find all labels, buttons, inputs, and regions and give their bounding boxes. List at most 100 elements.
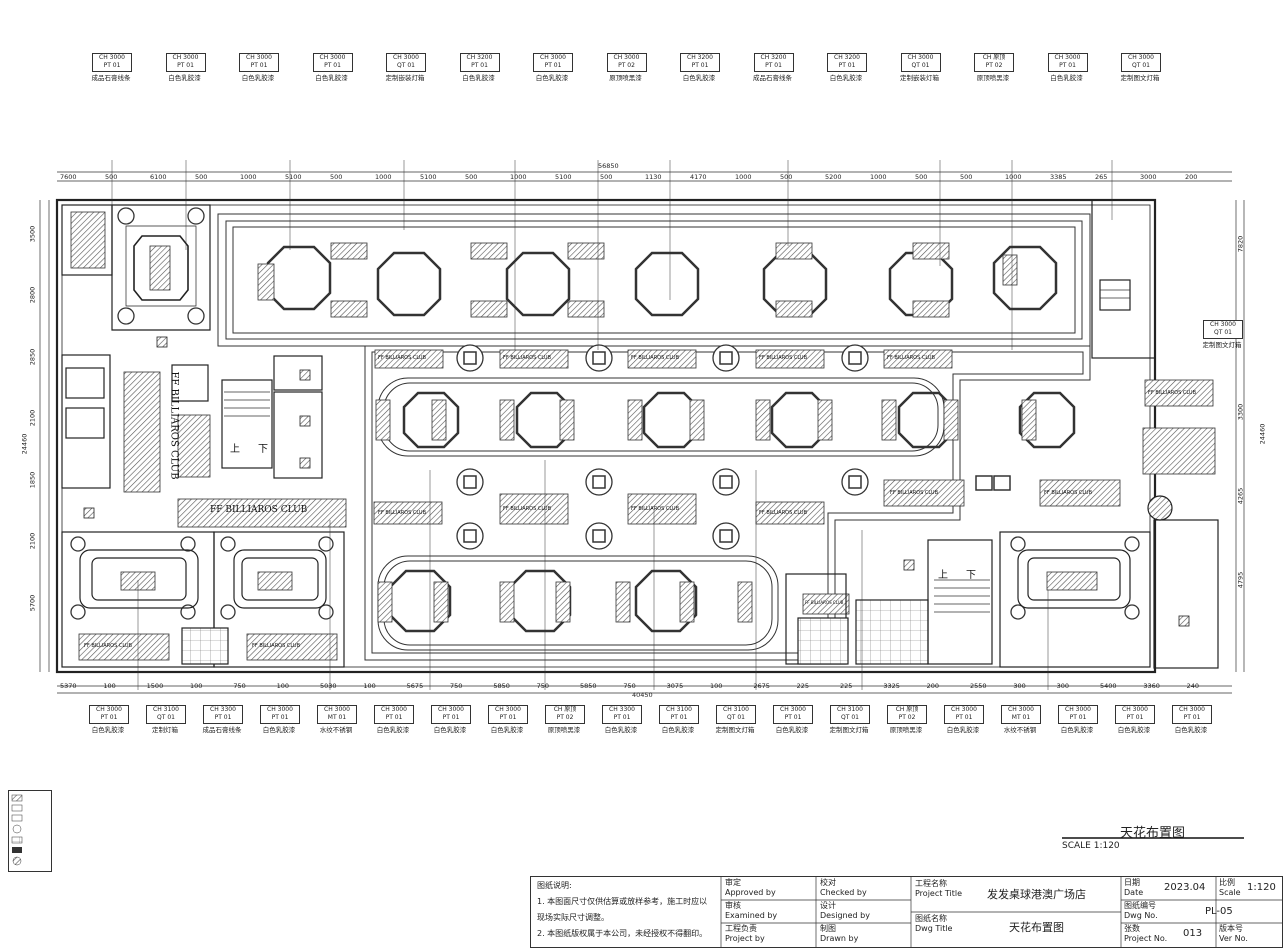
callout-material: PT 01 — [838, 62, 856, 69]
stair-down-left: 下 — [258, 444, 268, 455]
callout-bottom-label-19: 白色乳胶漆 — [1174, 726, 1208, 734]
dim-top-3: 500 — [195, 173, 208, 181]
callout-bottom-label-2: 成品石膏线条 — [202, 726, 242, 734]
dim-top-13: 1130 — [645, 173, 662, 181]
callout-material: PT 02 — [898, 714, 916, 721]
dim-bottom-5: 100 — [276, 682, 290, 690]
dim-right-3: 4265 — [1236, 487, 1245, 505]
callout-code: CH 3000 — [495, 706, 521, 713]
callout-code: CH 3200 — [466, 54, 493, 61]
callout-code: CH 3000 — [613, 54, 640, 61]
callout-bottom-label-17: 白色乳胶漆 — [1060, 726, 1094, 734]
callout-code: CH 3000 — [780, 706, 806, 713]
club-label-row1-e: FF BILLIAROS CLUB — [887, 355, 936, 361]
callout-code: CH 3100 — [666, 706, 692, 713]
date-label: 日期 — [1124, 878, 1140, 887]
callout-bottom-label-13: 定制图文灯箱 — [829, 726, 869, 734]
club-label-left-vertical: FF BILLIAROS CLUB — [168, 371, 180, 480]
project-title-label-en: Project Title — [915, 889, 963, 898]
club-label-bottom-left-a: FF BILLIAROS CLUB — [84, 643, 133, 649]
callout-top-label-1: 白色乳胶漆 — [168, 74, 201, 82]
dim-top-24: 3000 — [1140, 173, 1157, 181]
callout-material: PT 02 — [985, 62, 1003, 69]
callout-material: PT 01 — [103, 62, 121, 69]
ver-label-en: Ver No. — [1219, 934, 1248, 943]
dim-top-1: 500 — [105, 173, 118, 181]
dim-top-6: 500 — [330, 173, 343, 181]
dwg-no-value: PL-05 — [1205, 906, 1233, 917]
dim-bottom-9: 750 — [450, 682, 463, 690]
notes-heading: 图纸说明: — [537, 881, 572, 890]
drawn-label-en: Drawn by — [820, 934, 859, 943]
callout-material: PT 01 — [250, 62, 268, 69]
stair-down-right: 下 — [966, 570, 976, 581]
callout-code: CH 原顶 — [982, 54, 1006, 61]
dim-left-4: 1850 — [28, 471, 37, 488]
callout-bottom-label-4: 水纹不锈钢 — [319, 726, 353, 734]
callout-code: CH 3000 — [99, 54, 125, 61]
callout-bottom-label-6: 白色乳胶漆 — [433, 726, 467, 734]
sheet-label-en: Project No. — [1124, 934, 1168, 943]
club-label-row2-d: FF BILLIAROS CLUB — [759, 510, 808, 516]
sheet-label: 张数 — [1124, 924, 1140, 933]
callout-code: CH 原顶 — [895, 706, 919, 713]
callout-material: PT 01 — [1126, 714, 1144, 721]
callout-material: QT 01 — [727, 714, 745, 721]
checked-label-en: Checked by — [820, 888, 867, 897]
dim-bottom-21: 2550 — [970, 682, 987, 690]
dim-right-4: 4795 — [1236, 571, 1245, 589]
club-label-row2-e: FF BILLIAROS CLUB — [890, 490, 939, 496]
callout-top-label-2: 白色乳胶漆 — [241, 74, 275, 82]
callout-top-label-5: 白色乳胶漆 — [462, 74, 495, 82]
callout-code: CH 3000 — [319, 54, 346, 61]
callout-code: CH 3200 — [760, 54, 787, 61]
callout-code: CH 3000 — [1065, 706, 1091, 713]
dim-top-10: 1000 — [510, 173, 527, 181]
club-label-row1-a: FF BILLIAROS CLUB — [378, 355, 427, 361]
callout-code: CH 3000 — [1179, 706, 1205, 713]
callout-top-label-14: 定制图文灯箱 — [1120, 74, 1160, 82]
callout-material: QT 01 — [911, 62, 930, 69]
callout-right-box: CH 3000 QT 01 — [1203, 320, 1243, 339]
callout-material: PT 01 — [385, 714, 403, 721]
dim-bottom-23: 300 — [1056, 682, 1070, 690]
callout-code: CH 3000 — [324, 706, 350, 713]
dim-bottom-0: 5370 — [60, 682, 77, 690]
callout-bottom-label-18: 白色乳胶漆 — [1117, 726, 1151, 734]
club-label-row1-b: FF BILLIAROS CLUB — [503, 355, 552, 361]
dim-bottom-2: 1500 — [146, 682, 164, 690]
approved-label: 审定 — [725, 878, 741, 887]
dim-top-17: 5200 — [825, 173, 842, 181]
exhaust-vents — [83, 336, 1190, 627]
dim-bottom-26: 240 — [1186, 682, 1200, 690]
dim-right-2: 3300 — [1236, 403, 1245, 421]
dim-bottom-6: 5030 — [320, 682, 337, 690]
designed-label-en: Designed by — [820, 911, 870, 920]
project-lead-label: 工程负责 — [725, 924, 757, 933]
callout-code: CH 原顶 — [553, 706, 577, 713]
callout-material: PT 01 — [670, 714, 688, 721]
dim-total-right: 24460 — [1258, 423, 1267, 445]
callout-material: QT 01 — [841, 714, 859, 721]
callout-material: PT 01 — [471, 62, 488, 69]
dim-total-top: 56850 — [598, 162, 619, 170]
club-label-right: FF BILLIAROS CLUB — [1148, 390, 1197, 396]
callout-code: CH 3100 — [723, 706, 749, 713]
dim-left-2: 2850 — [28, 348, 37, 366]
callout-material: PT 02 — [618, 62, 635, 69]
callout-top-label-7: 原顶喷黑漆 — [609, 74, 642, 82]
dim-bottom-22: 300 — [1013, 682, 1026, 690]
callout-top-label-13: 白色乳胶漆 — [1050, 74, 1083, 82]
callout-material: PT 01 — [324, 62, 341, 69]
dim-bottom-24: 5400 — [1100, 682, 1117, 690]
dim-top-0: 7600 — [60, 173, 77, 181]
dim-bottom-14: 3075 — [666, 682, 684, 690]
